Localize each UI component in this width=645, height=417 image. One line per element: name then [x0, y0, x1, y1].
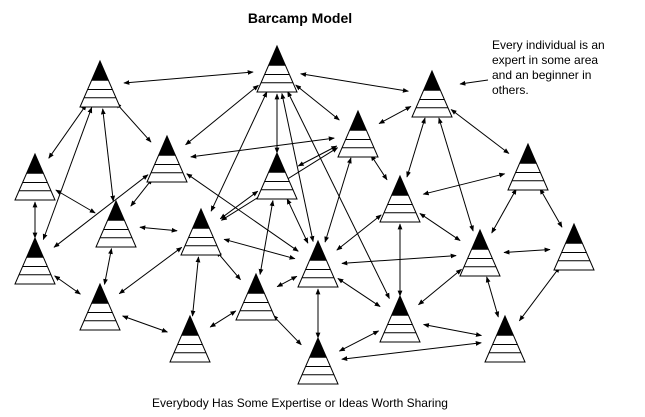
bidirectional-connector	[419, 212, 461, 242]
tiered-triangle-icon	[297, 336, 339, 385]
bidirectional-connector	[378, 105, 412, 125]
tiered-triangle-icon	[337, 109, 379, 158]
bidirectional-connector	[130, 178, 153, 207]
bidirectional-connector	[53, 174, 149, 248]
bidirectional-connector	[341, 341, 482, 361]
bidirectional-connector	[341, 253, 457, 266]
bidirectional-connector	[258, 200, 275, 275]
tiered-triangle-icon	[256, 151, 298, 200]
annotation-line: others.	[492, 83, 529, 97]
tiered-triangle-icon	[14, 152, 56, 201]
bidirectional-connector	[223, 238, 296, 260]
bidirectional-connector	[42, 106, 93, 241]
bidirectional-connector	[210, 91, 268, 212]
bidirectional-connector	[103, 248, 113, 285]
tiered-triangle-icon	[484, 314, 526, 363]
bidirectional-connector	[216, 250, 241, 281]
bidirectional-connector	[115, 102, 152, 143]
tiered-triangle-icon	[235, 272, 277, 321]
bidirectional-connector	[54, 275, 81, 295]
bidirectional-connector	[118, 246, 183, 295]
annotation-line: and an beginner in	[492, 68, 592, 82]
bidirectional-connector	[48, 104, 87, 159]
tiered-triangle-icon	[14, 236, 56, 285]
tiered-triangle-icon	[180, 207, 222, 256]
annotation-pointer-arrow	[459, 79, 489, 86]
bidirectional-connector	[503, 247, 551, 255]
diagram-caption: Everybody Has Some Expertise or Ideas Wo…	[152, 396, 448, 410]
bidirectional-connector	[324, 157, 352, 243]
bidirectional-connector	[123, 70, 254, 85]
bidirectional-connector	[219, 190, 259, 220]
bidirectional-connector	[491, 188, 517, 234]
tiered-triangle-icon	[297, 239, 339, 288]
bidirectional-connector	[139, 225, 178, 233]
bidirectional-connector	[185, 84, 259, 146]
tiered-triangle-icon	[256, 44, 298, 93]
bidirectional-connector	[406, 117, 426, 178]
bidirectional-connector	[370, 154, 388, 181]
bidirectional-connector	[519, 266, 560, 322]
bidirectional-connector	[297, 145, 338, 167]
bidirectional-connector	[300, 72, 409, 93]
tiered-triangle-icon	[79, 282, 121, 331]
bidirectional-connector	[190, 256, 201, 317]
bidirectional-connector	[438, 117, 474, 232]
annotation-line: Every individual is an	[492, 38, 605, 52]
annotation-note: Every individual is an expert in some ar…	[492, 38, 640, 98]
tiered-triangle-icon	[459, 228, 501, 277]
bidirectional-connector	[286, 198, 309, 244]
tiered-triangle-icon	[146, 134, 188, 183]
bidirectional-connector	[55, 189, 96, 214]
tiered-triangle-icon	[79, 59, 121, 108]
bidirectional-connector	[276, 275, 298, 288]
bidirectional-connector	[295, 84, 340, 121]
tiered-triangle-icon	[95, 199, 137, 248]
diagram-title: Barcamp Model	[247, 10, 353, 26]
bidirectional-connector	[485, 276, 500, 318]
bidirectional-connector	[450, 109, 510, 154]
bidirectional-connector	[272, 314, 302, 346]
tiered-triangle-icon	[411, 69, 453, 118]
bidirectional-connector	[336, 214, 382, 251]
bidirectional-connector	[423, 323, 482, 337]
bidirectional-connector	[209, 310, 237, 328]
bidirectional-connector	[338, 330, 380, 352]
bidirectional-connector	[418, 268, 462, 306]
bidirectional-connector	[337, 277, 381, 308]
bidirectional-connector	[100, 108, 116, 202]
bidirectional-connector	[539, 188, 563, 228]
tiered-triangle-icon	[553, 222, 595, 271]
bidirectional-connector	[422, 172, 506, 196]
bidirectional-connector	[190, 136, 335, 159]
tiered-triangle-icon	[379, 174, 421, 223]
bidirectional-connector	[122, 315, 168, 333]
tiered-triangle-icon	[169, 314, 211, 363]
tiered-triangle-icon	[507, 142, 549, 191]
tiered-triangle-icon	[379, 294, 421, 343]
annotation-line: expert in some area	[492, 53, 599, 67]
bidirectional-connector	[280, 92, 315, 243]
